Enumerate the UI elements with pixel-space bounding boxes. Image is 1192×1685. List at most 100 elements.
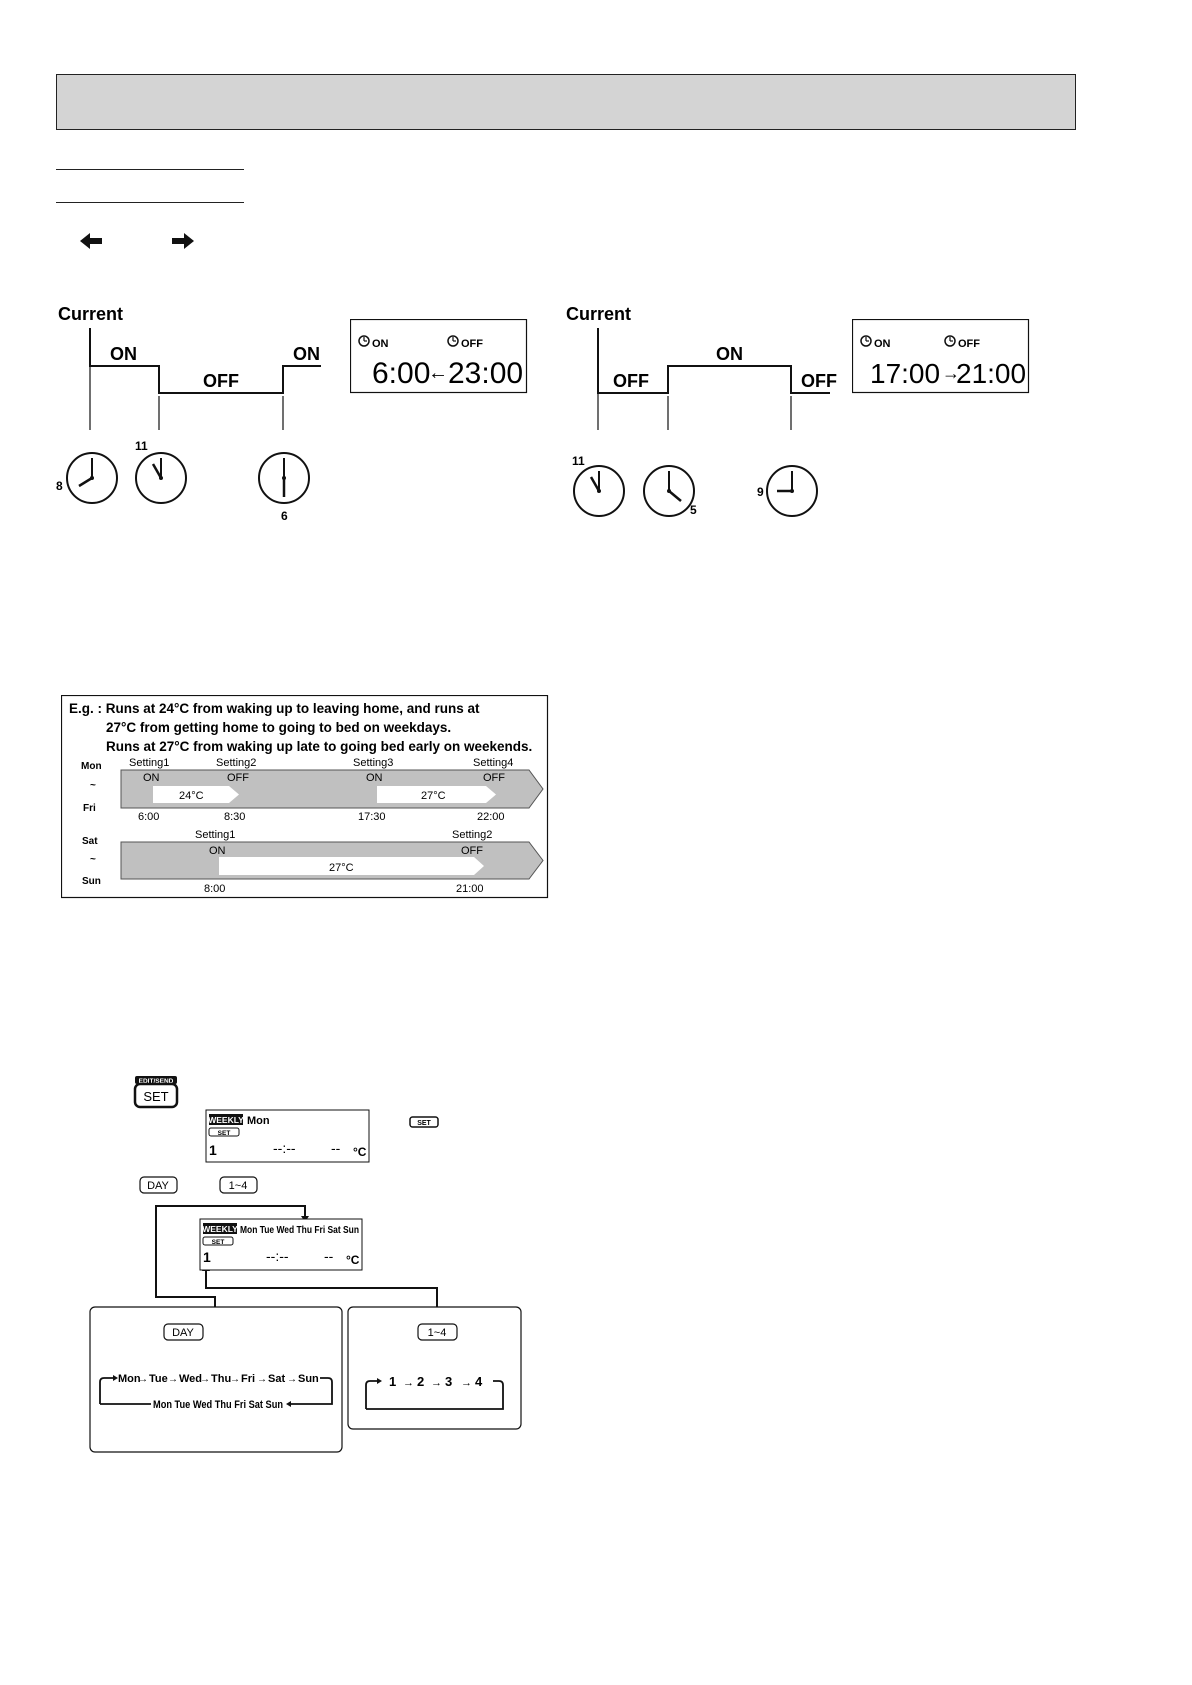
lcd-temp: --: [331, 1140, 341, 1156]
lcd-arrow: ←: [428, 362, 448, 384]
lcd-time: --:--: [273, 1140, 296, 1156]
lcd-day-mon: Mon: [247, 1115, 270, 1127]
timer-lcd-display-1: ON OFF 6:00 ← 23:00: [350, 319, 528, 394]
day-label-sat: Sat: [82, 836, 98, 847]
timer-lcd-display-2: ON OFF 17:00 → 21:00: [852, 319, 1030, 394]
svg-text:→: →: [230, 1374, 240, 1385]
heading-underline-1: [56, 169, 244, 170]
arrow-left-icon: [80, 233, 102, 249]
weekday-state-3: ON: [366, 772, 383, 784]
lcd-setting-number: 1: [209, 1142, 217, 1158]
clock-face-icon: [66, 452, 118, 504]
lcd-days: Mon Tue Wed Thu Fri Sat Sun: [240, 1225, 359, 1236]
day-cycle-box: DAY Mon → Tue → Wed → Thu → Fri → Sat → …: [89, 1306, 343, 1453]
weekend-temp-1: 27°C: [329, 862, 354, 874]
weekend-period-1: [219, 857, 484, 875]
setting-number-button: 1~4: [219, 1176, 258, 1194]
weekend-setting-1: Setting1: [195, 829, 235, 841]
on-label-left: ON: [110, 344, 137, 364]
weekly-badge: WEEKLY: [202, 1224, 238, 1234]
svg-text:→: →: [403, 1377, 414, 1389]
weekday-time-2: 8:30: [224, 811, 245, 823]
off-label-left: OFF: [613, 371, 649, 391]
day-seq-tue: Tue: [149, 1373, 168, 1385]
clock-face-icon: [766, 465, 818, 517]
clock-label-11: 11: [135, 439, 148, 453]
timer-example-2: Current OFF ON OFF 11 5 9: [566, 304, 837, 517]
lcd-off-time: 23:00: [448, 357, 523, 390]
weekday-state-1: ON: [143, 772, 160, 784]
day-button: DAY: [139, 1176, 178, 1194]
lcd-off-time: 21:00: [956, 358, 1026, 389]
weekday-period-2: [377, 786, 496, 803]
day-seq-thu: Thu: [211, 1373, 231, 1385]
clock-label-5: 5: [690, 503, 697, 517]
svg-text:→: →: [138, 1374, 148, 1385]
day-label-fri: Fri: [83, 803, 96, 814]
svg-text:→: →: [287, 1374, 297, 1385]
day-seq-sun: Sun: [298, 1373, 319, 1385]
weekday-time-1: 6:00: [138, 811, 159, 823]
off-label: OFF: [203, 371, 239, 391]
weekend-setting-2: Setting2: [452, 829, 492, 841]
lcd-time: --:--: [266, 1248, 289, 1264]
weekday-setting-1: Setting1: [129, 757, 169, 769]
arrow-right-icon: [172, 233, 194, 249]
svg-text:→: →: [257, 1374, 267, 1385]
weekday-state-2: OFF: [227, 772, 249, 784]
day-seq-sat: Sat: [268, 1373, 285, 1385]
svg-text:→: →: [431, 1377, 442, 1389]
day-return-line: Mon Tue Wed Thu Fri Sat Sun: [153, 1399, 283, 1411]
lcd-set-badge: SET: [218, 1130, 231, 1137]
weekday-state-4: OFF: [483, 772, 505, 784]
timer-example-1: Current ON OFF ON 8 11 6: [56, 304, 321, 523]
clock-label-6: 6: [281, 509, 288, 523]
svg-text:→: →: [200, 1374, 210, 1385]
weekend-state-1: ON: [209, 845, 226, 857]
lcd-arrow: →: [942, 363, 960, 383]
svg-text:1~4: 1~4: [229, 1180, 248, 1192]
svg-text:→: →: [461, 1377, 472, 1389]
clock-face-icon: [573, 465, 625, 517]
clock-face-icon: [643, 465, 695, 517]
set-button-label: SET: [143, 1089, 168, 1104]
weekday-setting-2: Setting2: [216, 757, 256, 769]
timer-clock-icon: [860, 335, 872, 347]
on-label: ON: [716, 344, 743, 364]
off-label-right: OFF: [801, 371, 837, 391]
timer-clock-icon: [447, 335, 459, 347]
day-tilde: ~: [90, 780, 96, 791]
lcd-unit: °C: [353, 1145, 367, 1159]
weekday-time-3: 17:30: [358, 811, 386, 823]
clock-label-9: 9: [757, 485, 764, 499]
num-box-button: 1~4: [428, 1327, 447, 1339]
number-connector-line: [205, 1271, 438, 1307]
day-label-mon: Mon: [81, 761, 102, 772]
timer-clock-icon: [944, 335, 956, 347]
weekend-state-2: OFF: [461, 845, 483, 857]
setting-number-cycle-box: 1~4 1 → 2 → 3 → 4: [347, 1306, 522, 1430]
clock-label-11: 11: [572, 454, 585, 468]
lcd-temp: --: [324, 1248, 334, 1264]
clock-label-8: 8: [56, 479, 63, 493]
current-label: Current: [566, 304, 631, 324]
weekend-time-2: 21:00: [456, 883, 484, 895]
set-small-icon: SET: [409, 1116, 439, 1128]
weekday-temp-2: 27°C: [421, 790, 446, 802]
lcd-on-time: 6:00: [372, 357, 430, 390]
weekly-lcd-display-all-days: WEEKLY Mon Tue Wed Thu Fri Sat Sun SET 1…: [199, 1218, 363, 1271]
day-box-button: DAY: [172, 1327, 194, 1339]
weekday-setting-3: Setting3: [353, 757, 393, 769]
intro-line-1: E.g. : Runs at 24°C from waking up to le…: [69, 701, 480, 716]
lcd-on-label: ON: [372, 338, 389, 350]
set-button: EDIT/SEND SET: [133, 1076, 179, 1109]
section-header-bar: [56, 74, 1076, 130]
weekly-badge: WEEKLY: [208, 1115, 244, 1125]
lcd-off-label: OFF: [958, 338, 980, 350]
weekday-setting-4: Setting4: [473, 757, 513, 769]
day-tilde: ~: [90, 854, 96, 865]
clock-face-icon: [135, 452, 187, 504]
edit-send-label: EDIT/SEND: [139, 1078, 174, 1085]
day-seq-wed: Wed: [179, 1373, 202, 1385]
num-seq-1: 1: [389, 1374, 396, 1389]
